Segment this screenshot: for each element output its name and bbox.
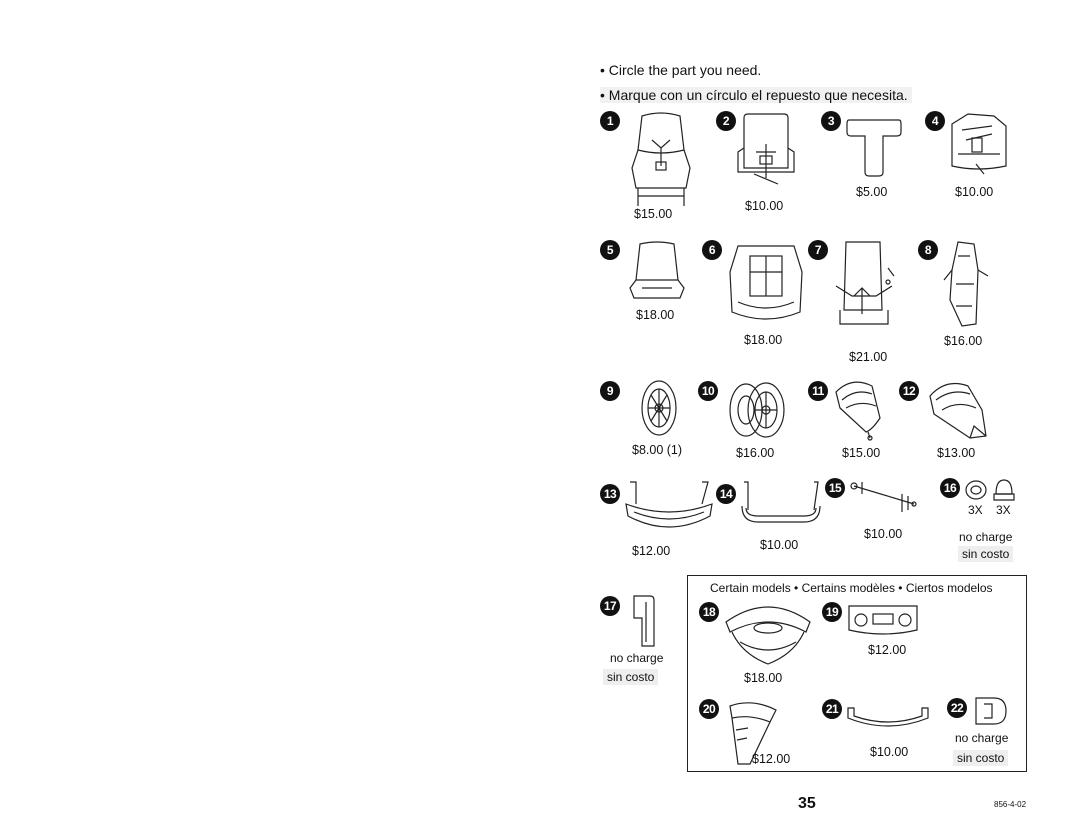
part-18-price: $18.00: [744, 671, 783, 685]
part-number-15: 15: [825, 478, 845, 498]
tray-with-cover-illustration: [722, 598, 814, 670]
front-bumper-bar-illustration: [624, 480, 714, 538]
caps-illustration: [964, 476, 1018, 504]
part-number-7: 7: [808, 240, 828, 260]
part-16-note-es: sin costo: [958, 546, 1014, 562]
part-number-2: 2: [716, 111, 736, 131]
part-11-price: $15.00: [842, 446, 881, 460]
part-6-price: $18.00: [744, 333, 783, 347]
double-wheel-illustration: [724, 380, 788, 440]
part-14-price: $10.00: [760, 538, 799, 552]
seat-back-pad-illustration: [628, 240, 686, 302]
single-wheel-illustration: [638, 378, 680, 438]
part-5-price: $18.00: [636, 308, 675, 322]
part-number-17: 17: [600, 596, 620, 616]
part-8-price: $16.00: [944, 334, 983, 348]
part-number-10: 10: [698, 381, 718, 401]
part-number-11: 11: [808, 381, 828, 401]
part-17-note-en: no charge: [610, 651, 664, 665]
t-shaped-pad-illustration: [845, 118, 903, 178]
part-number-22: 22: [947, 698, 967, 718]
seat-cover-illustration: [736, 112, 796, 188]
part-16-note-en: no charge: [959, 530, 1013, 544]
part-12-price: $13.00: [937, 446, 976, 460]
part-number-21: 21: [822, 699, 842, 719]
part-number-19: 19: [822, 602, 842, 622]
part-19-price: $12.00: [868, 643, 907, 657]
part-number-4: 4: [925, 111, 945, 131]
part-2-price: $10.00: [745, 199, 784, 213]
part-13-price: $12.00: [632, 544, 671, 558]
axle-rod-illustration: [848, 480, 920, 514]
part-number-14: 14: [716, 484, 736, 504]
seat-frame-harness-illustration: [832, 240, 898, 328]
part-number-3: 3: [821, 111, 841, 131]
end-cap-illustration: [970, 694, 1010, 728]
part-number-8: 8: [918, 240, 938, 260]
part-16-qty-a: 3X: [968, 503, 983, 517]
page-number: 35: [798, 795, 816, 812]
child-tray-bar-illustration: [738, 480, 824, 526]
part-number-13: 13: [600, 484, 620, 504]
part-22-note-es: sin costo: [953, 750, 1009, 766]
part-21-price: $10.00: [870, 745, 909, 759]
part-number-9: 9: [600, 381, 620, 401]
certain-models-label: Certain models • Certains modèles • Cier…: [710, 581, 993, 595]
document-code: 856-4-02: [994, 800, 1027, 809]
certain-models-box: [687, 575, 1027, 772]
footrest-bar-illustration: [846, 704, 930, 732]
canopy-large-illustration: [926, 380, 990, 442]
part-number-5: 5: [600, 240, 620, 260]
seat-side-panel-illustration: [942, 240, 992, 330]
cup-holder-illustration: [722, 700, 782, 766]
part-16-qty-b: 3X: [996, 503, 1011, 517]
seat-fabric-illustration: [728, 242, 804, 328]
canopy-illustration: [832, 378, 884, 442]
seat-liner-illustration: [948, 110, 1010, 176]
part-number-20: 20: [699, 699, 719, 719]
instruction-english: • Circle the part you need.: [600, 62, 762, 78]
part-number-16: 16: [940, 478, 960, 498]
part-4-price: $10.00: [955, 185, 994, 199]
part-22-note-en: no charge: [955, 731, 1009, 745]
seat-pad-illustration: [628, 110, 694, 210]
part-number-1: 1: [600, 111, 620, 131]
parent-console-illustration: [845, 602, 921, 638]
part-number-18: 18: [699, 602, 719, 622]
part-number-12: 12: [899, 381, 919, 401]
part-7-price: $21.00: [849, 350, 888, 364]
part-20-price: $12.00: [752, 752, 791, 766]
peg-clip-illustration: [628, 594, 660, 650]
part-10-price: $16.00: [736, 446, 775, 460]
part-1-price: $15.00: [634, 207, 673, 221]
part-3-price: $5.00: [856, 185, 888, 199]
part-15-price: $10.00: [864, 527, 903, 541]
part-9-price: $8.00 (1): [632, 443, 683, 457]
part-number-6: 6: [702, 240, 722, 260]
part-17-note-es: sin costo: [603, 669, 659, 685]
instruction-spanish: • Marque con un círculo el repuesto que …: [600, 87, 912, 103]
